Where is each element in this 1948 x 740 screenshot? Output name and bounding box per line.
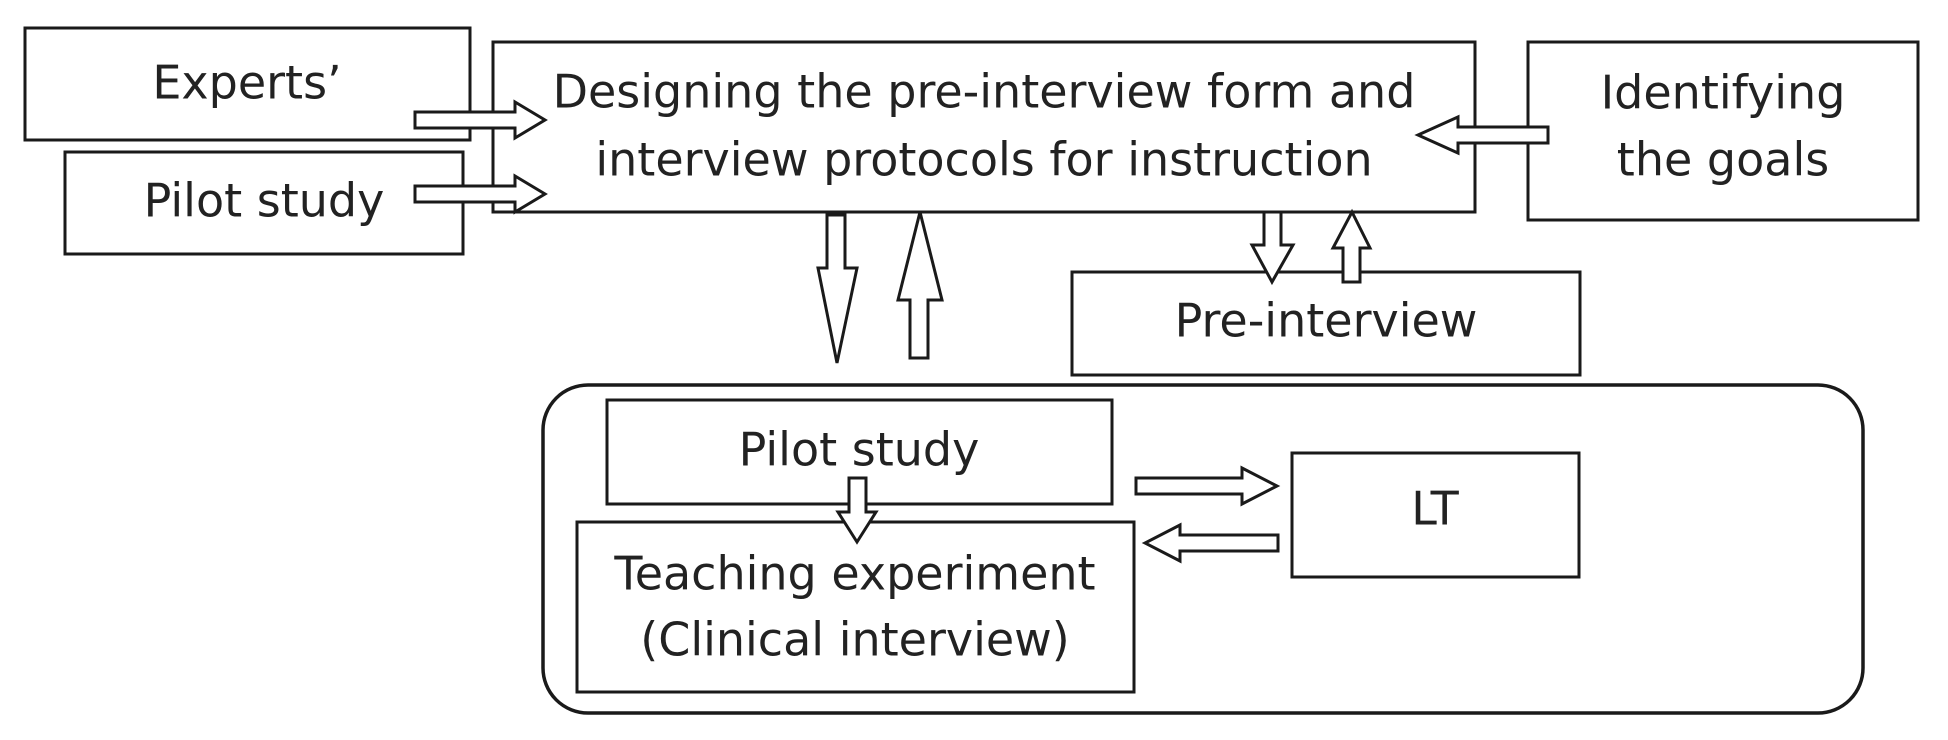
- arrow-pilot-inner-to-teaching: [835, 476, 879, 545]
- arrow-lt-to-teaching: [1141, 522, 1280, 564]
- designing-label-line2: interview protocols for instruction: [595, 133, 1372, 187]
- identifying-label-line1: Identifying: [1601, 66, 1846, 120]
- pilot-study-left-label: Pilot study: [144, 174, 385, 228]
- lt-node: LT: [1290, 451, 1581, 579]
- identifying-label-line2: the goals: [1617, 133, 1829, 187]
- designing-node: Designing the pre-interview form and int…: [491, 40, 1477, 214]
- pilot-study-inner-label: Pilot study: [739, 423, 980, 477]
- pre-interview-label: Pre-interview: [1175, 294, 1478, 348]
- teaching-label-line2: (Clinical interview): [640, 613, 1070, 667]
- lt-label: LT: [1411, 482, 1459, 536]
- arrow-identifying-to-designing: [1414, 114, 1550, 156]
- experts-node: Experts’: [23, 26, 472, 142]
- arrow-pilot-left-to-designing: [413, 173, 548, 215]
- arrow-designing-to-experiment: [816, 213, 859, 364]
- teaching-experiment-node: Teaching experiment (Clinical interview): [575, 520, 1136, 694]
- pre-interview-node: Pre-interview: [1070, 270, 1582, 377]
- identifying-goals-node: Identifying the goals: [1526, 40, 1920, 222]
- designing-label-line1: Designing the pre-interview form and: [553, 65, 1416, 119]
- arrow-pre-interview-to-designing: [1330, 208, 1373, 284]
- arrow-experts-to-designing: [413, 99, 548, 141]
- arrow-experiment-to-designing: [896, 211, 944, 360]
- teaching-label-line1: Teaching experiment: [613, 547, 1095, 601]
- pilot-study-left-node: Pilot study: [63, 150, 465, 256]
- arrow-pilot-inner-to-lt: [1134, 465, 1281, 507]
- experts-label: Experts’: [152, 56, 341, 110]
- arrow-designing-to-pre-interview: [1249, 210, 1296, 286]
- experiment-group: [541, 383, 1865, 715]
